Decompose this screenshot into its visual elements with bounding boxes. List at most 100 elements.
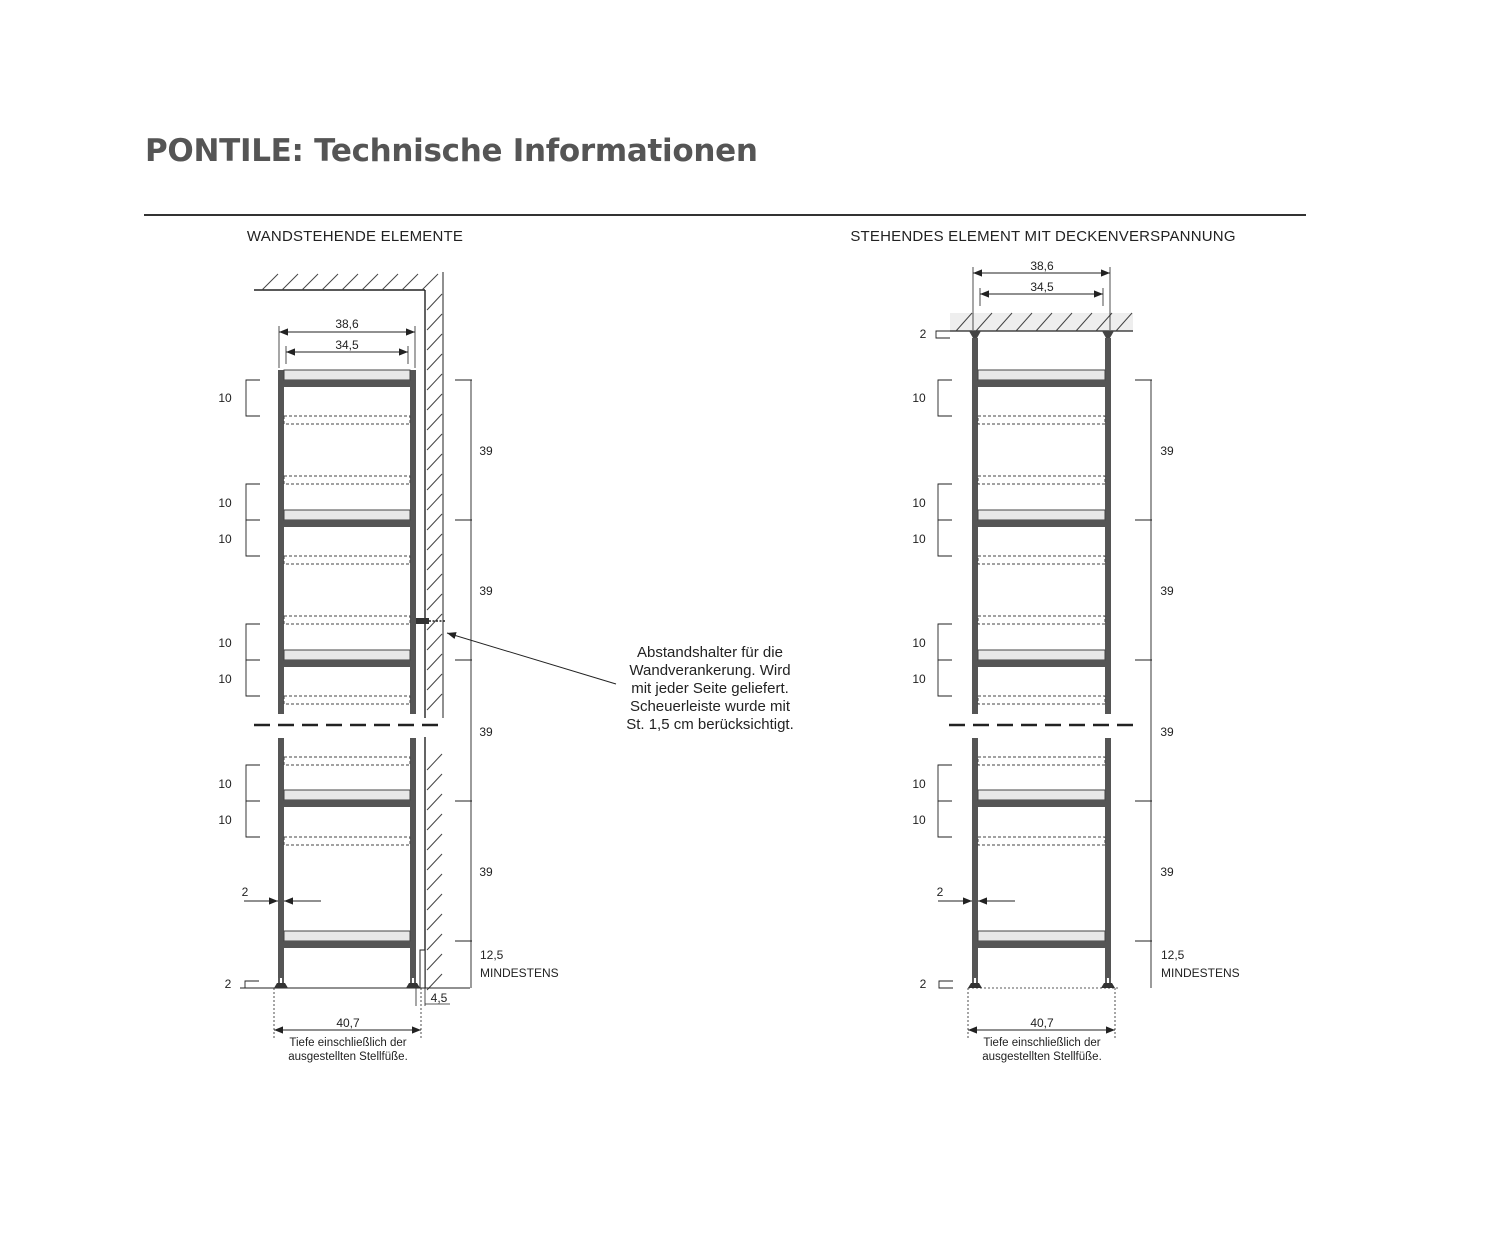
- section-label: 39: [1160, 444, 1174, 458]
- hatch-line: [381, 273, 399, 291]
- spacing-label: 10: [912, 672, 926, 686]
- spacing-bracket: [937, 483, 952, 521]
- left-heading: WANDSTEHENDE ELEMENTE: [247, 228, 463, 245]
- spacing-bracket: [937, 379, 952, 417]
- hatch-line: [1095, 312, 1113, 332]
- bottom-height-label: 12,5: [1161, 948, 1185, 962]
- top-height-label: 2: [920, 327, 927, 341]
- shelf-position: [283, 756, 411, 766]
- hatch-line: [1055, 312, 1073, 332]
- spacer-note: Abstandshalter für die: [637, 644, 783, 661]
- bottom-note: MINDESTENS: [1161, 966, 1240, 980]
- shelf-position: [283, 836, 411, 846]
- hatch-line: [426, 873, 443, 891]
- section-label: 39: [1160, 725, 1174, 739]
- spacing-label: 10: [912, 777, 926, 791]
- hatch-line: [421, 273, 439, 291]
- wall-spacer: [413, 618, 446, 624]
- left-labels: 38,6 34,5 10 10 10 10 10 10 10 39 39 39 …: [218, 317, 793, 1063]
- post: [410, 370, 416, 714]
- left-drawing: [240, 272, 470, 991]
- shelf-rail: [978, 520, 1105, 527]
- wall-hatching: [261, 272, 444, 991]
- spacing-bracket: [245, 519, 260, 557]
- depth-note: Tiefe einschließlich der: [983, 1037, 1100, 1049]
- section-label: 39: [1160, 584, 1174, 598]
- hatch-line: [426, 373, 443, 391]
- shelf-position: [977, 475, 1106, 485]
- hatch-line: [995, 312, 1013, 332]
- hatch-line: [426, 293, 443, 311]
- shelf-position: [283, 555, 411, 565]
- section-label: 39: [1160, 865, 1174, 879]
- hatch-line: [426, 553, 443, 571]
- shelf-position: [977, 615, 1106, 625]
- depth-note: ausgestellten Stellfüße.: [288, 1051, 408, 1063]
- spacing-bracket: [937, 764, 952, 802]
- shelf: [977, 789, 1106, 801]
- shelf-rail: [284, 941, 410, 948]
- shelf: [977, 369, 1106, 381]
- hatch-line: [426, 673, 443, 691]
- spacing-bracket: [937, 519, 952, 557]
- spacing-label: 10: [218, 672, 232, 686]
- post: [410, 738, 416, 978]
- spacing-label: 10: [912, 391, 926, 405]
- spacing-label: 10: [218, 496, 232, 510]
- spacing-bracket: [937, 800, 952, 838]
- spacing-bracket: [937, 623, 952, 661]
- hatch-line: [426, 973, 443, 991]
- page-title: PONTILE: Technische Informationen: [145, 133, 758, 169]
- spacing-bracket: [245, 379, 260, 417]
- hatch-line: [281, 273, 299, 291]
- hatch-line: [426, 833, 443, 851]
- shelf-position: [283, 695, 411, 705]
- shelf: [977, 649, 1106, 661]
- post: [278, 370, 284, 714]
- shelf-position: [283, 415, 411, 425]
- post: [278, 738, 284, 978]
- shelf: [283, 930, 411, 942]
- hatch-line: [426, 493, 443, 511]
- hatch-line: [426, 913, 443, 931]
- spacing-bracket: [245, 764, 260, 802]
- hatch-line: [401, 273, 419, 291]
- width-outer-label: 38,6: [1030, 259, 1054, 273]
- spacing-label: 10: [912, 496, 926, 510]
- foot: [968, 983, 982, 988]
- shelf-position: [977, 756, 1106, 766]
- hatch-line: [426, 633, 443, 651]
- foot-bracket: [938, 980, 953, 989]
- hatch-line: [1035, 312, 1053, 332]
- hatch-line: [1015, 312, 1033, 332]
- foot: [406, 983, 420, 988]
- shelf: [283, 789, 411, 801]
- shelf-rail: [978, 660, 1105, 667]
- spacing-label: 10: [218, 636, 232, 650]
- spacer-leader: [446, 632, 617, 685]
- right-shelving: [935, 267, 1152, 1038]
- hatch-line: [426, 593, 443, 611]
- spacing-label: 10: [912, 532, 926, 546]
- hatch-line: [426, 613, 443, 631]
- post-thickness-label: 2: [937, 885, 944, 899]
- spacer-note: St. 1,5 cm berücksichtigt.: [626, 716, 794, 733]
- shelf-rail: [978, 800, 1105, 807]
- hatch-line: [301, 273, 319, 291]
- hatch-line: [426, 813, 443, 831]
- hatch-line: [426, 513, 443, 531]
- hatch-line: [426, 433, 443, 451]
- foot: [1101, 983, 1115, 988]
- shelf: [283, 369, 411, 381]
- shelf-position: [283, 615, 411, 625]
- hatch-line: [426, 773, 443, 791]
- hatch-line: [955, 312, 973, 332]
- shelf-rail: [284, 380, 410, 387]
- hatch-line: [426, 313, 443, 331]
- hatch-line: [426, 893, 443, 911]
- depth-label: 40,7: [336, 1016, 360, 1030]
- bottom-height-label: 12,5: [480, 948, 504, 962]
- depth-label: 40,7: [1030, 1016, 1054, 1030]
- shelf: [283, 649, 411, 661]
